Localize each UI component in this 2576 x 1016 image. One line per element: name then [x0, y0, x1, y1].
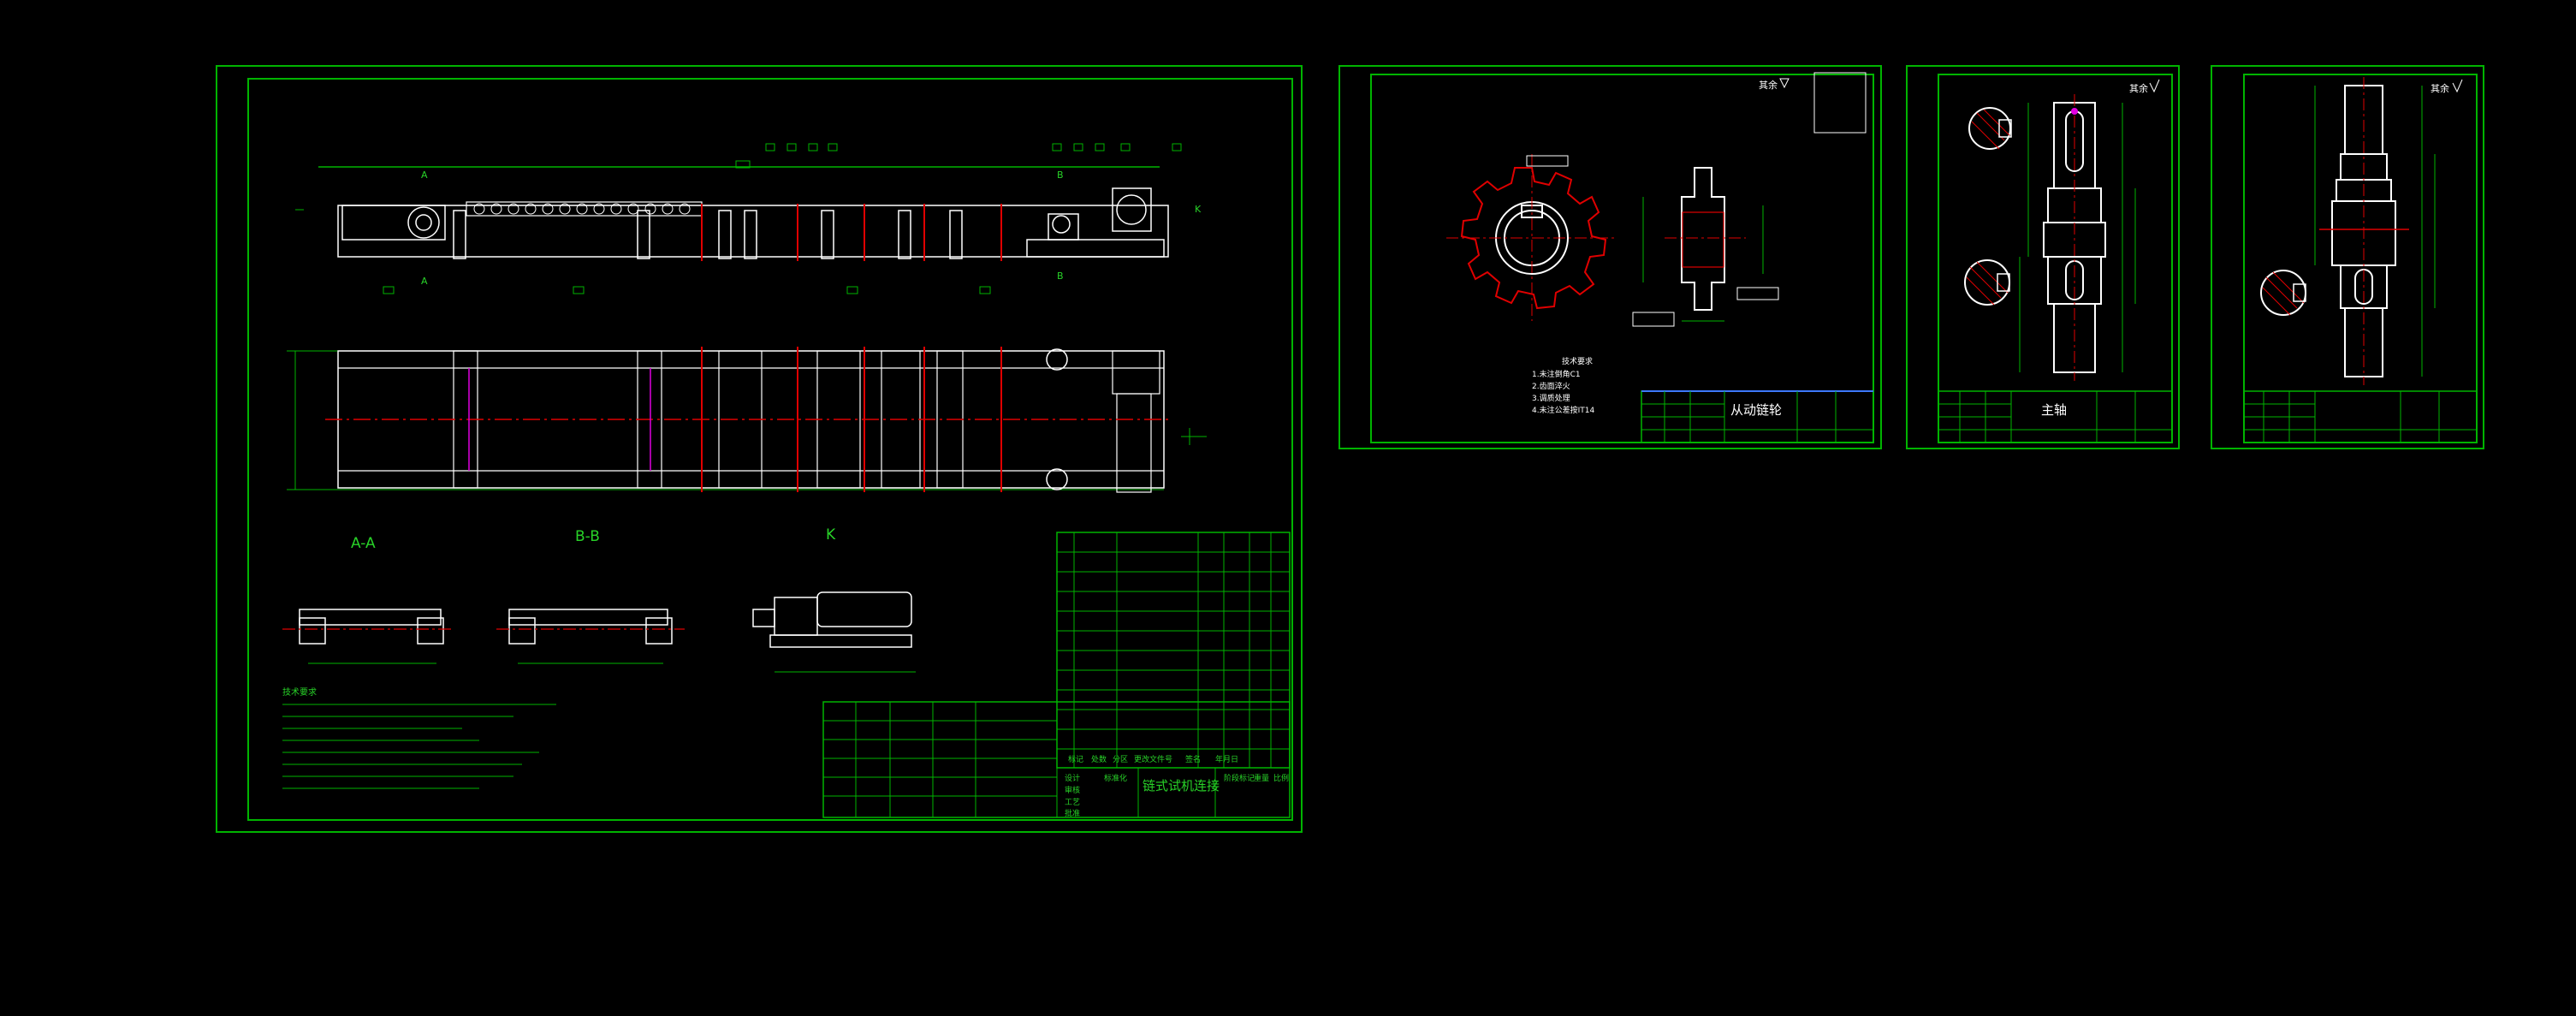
sheet-sprocket-outer-border: [1338, 65, 1882, 449]
title-block-label-5: 阶段标记: [1224, 773, 1255, 783]
sprocket-side-section: [1632, 167, 1779, 327]
sprocket-tech-requirements: 技术要求 1.未注倒角C1 2.齿面淬火 3.调质处理 4.未注公差按IT14: [1532, 356, 1594, 415]
title-block-label-4: 标准化: [1104, 773, 1127, 783]
main-shaft-sheet-title: 主轴: [2041, 402, 2067, 418]
sheet-shaft2-inner-border: [2243, 74, 2478, 443]
sprocket-tech-line-3: 3.调质处理: [1532, 393, 1570, 403]
sprocket-front-view: [1446, 154, 1617, 321]
sheet-main-assembly[interactable]: A A B B K: [216, 65, 1303, 833]
sheet-main-shaft-outer-border: [1906, 65, 2180, 449]
sheet-sprocket-inner-border: [1370, 74, 1874, 443]
sprocket-tech-title: 技术要求: [1562, 356, 1593, 366]
section-view-bb: B-B: [496, 528, 685, 664]
roughness-check-icon: [2149, 79, 2160, 93]
title-block-header-5: 年月日: [1215, 754, 1238, 764]
view-k-arrow-mark: K: [1195, 204, 1202, 215]
shaft2-section: [2260, 270, 2306, 316]
sprocket-roughness-label: 其余: [1759, 79, 1778, 91]
sprocket-title-block: 从动链轮: [1641, 390, 1874, 443]
shaft2-roughness-label: 其余: [2431, 82, 2449, 94]
main-parts-list: [1056, 532, 1291, 769]
main-tech-requirements: 技术要求: [282, 686, 556, 789]
sheet-main-inner-border: [247, 78, 1293, 821]
section-mark-b-bottom: B: [1057, 270, 1064, 282]
title-block-header-4: 签名: [1185, 754, 1201, 764]
section-mark-b-top: B: [1057, 169, 1064, 181]
view-k-motor: K: [752, 526, 916, 673]
title-block-label-6: 重量: [1254, 773, 1269, 783]
sheet-shaft-2[interactable]: 其余: [2211, 65, 2484, 449]
title-block-header-1: 处数: [1091, 754, 1107, 764]
sprocket-param-table: [1813, 72, 1867, 134]
section-view-aa: A-A: [282, 535, 454, 664]
section-bb-label: B-B: [575, 528, 600, 545]
main-tech-title: 技术要求: [282, 686, 317, 698]
main-shaft-section-1: [1968, 107, 2012, 150]
shaft2-body: [2314, 77, 2436, 385]
section-mark-a-bottom: A: [421, 276, 428, 287]
main-sheet-title: 链式试机连接: [1143, 778, 1220, 793]
title-block-label-1: 审核: [1065, 785, 1080, 795]
section-aa-label: A-A: [351, 535, 376, 552]
sprocket-tech-line-1: 1.未注倒角C1: [1532, 369, 1581, 379]
sheet-driven-sprocket[interactable]: 其余 技术要求 1.未注倒角C1 2.: [1338, 65, 1882, 449]
title-block-label-2: 工艺: [1065, 798, 1080, 807]
sheet-main-shaft-inner-border: [1938, 74, 2173, 443]
sheet-main-shaft[interactable]: 其余: [1906, 65, 2180, 449]
roughness-symbol-icon: [1779, 78, 1790, 89]
sprocket-tech-line-4: 4.未注公差按IT14: [1532, 405, 1594, 415]
main-shaft-title-block: 主轴: [1938, 390, 2173, 443]
sprocket-tech-line-2: 2.齿面淬火: [1532, 381, 1570, 391]
sheet-shaft2-outer-border: [2211, 65, 2484, 449]
title-block-header-0: 标记: [1068, 754, 1083, 764]
title-block-label-3: 批准: [1065, 808, 1080, 818]
main-shaft-section-2: [1964, 259, 2010, 306]
title-block-header-3: 更改文件号: [1134, 754, 1172, 764]
sheet-main-outer-border: [216, 65, 1303, 833]
main-shaft-roughness-label: 其余: [2129, 82, 2148, 94]
title-block-header-2: 分区: [1113, 755, 1128, 764]
front-view-conveyor: A A B B K: [295, 143, 1202, 294]
main-title-block: 标记 处数 分区 更改文件号 签名 年月日 设计 审核 工艺 批准 标准化 阶段…: [822, 701, 1291, 818]
main-shaft-body: [2019, 94, 2136, 381]
plan-view-conveyor: [287, 347, 1207, 493]
title-block-label-0: 设计: [1065, 773, 1080, 783]
roughness-check-icon-2: [2452, 79, 2463, 93]
shaft2-title-block: [2243, 390, 2478, 443]
title-block-label-7: 比例: [1273, 773, 1289, 783]
view-k-label: K: [826, 526, 836, 544]
section-mark-a-top: A: [421, 169, 428, 181]
sprocket-sheet-title: 从动链轮: [1730, 402, 1782, 418]
